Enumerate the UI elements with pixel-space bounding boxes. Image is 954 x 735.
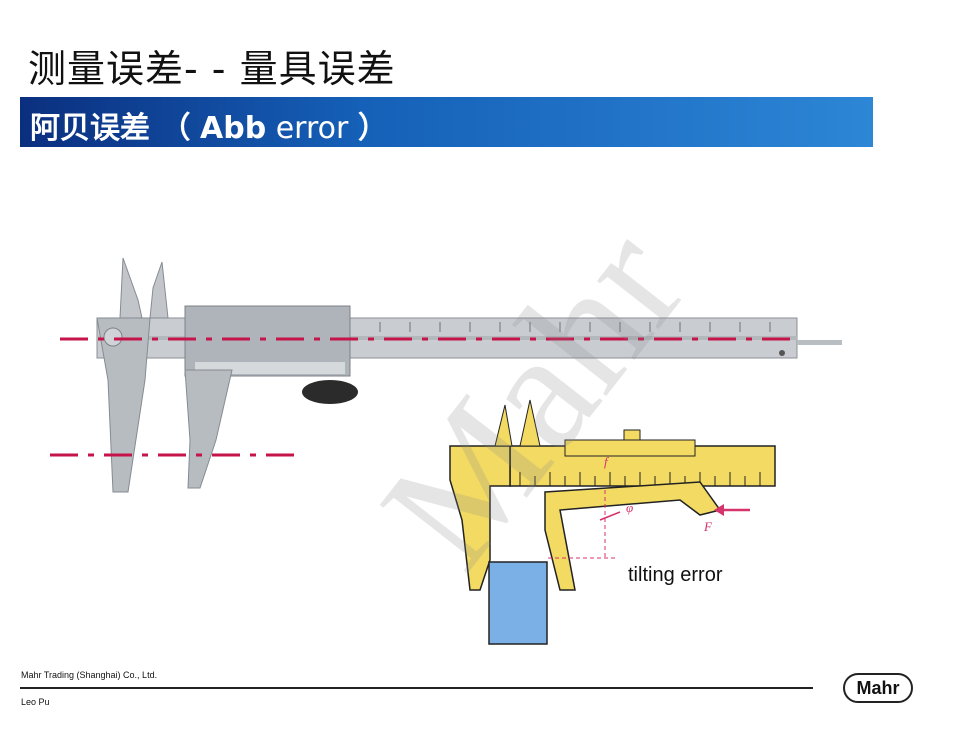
- subtitle-banner: 阿贝误差 （ Abb error ）: [20, 97, 873, 147]
- mahr-logo: Mahr: [843, 673, 913, 703]
- force-label: F: [703, 519, 713, 534]
- banner-abb: Abb: [200, 111, 267, 146]
- footer-author: Leo Pu: [21, 697, 50, 707]
- banner-heading: 阿贝误差 （ Abb error ）: [30, 103, 388, 147]
- angle-label: φ: [626, 500, 633, 515]
- tilting-error-label: tilting error: [628, 564, 723, 586]
- banner-cn: 阿贝误差 （: [30, 111, 191, 146]
- slide-title: 测量误差- - 量具误差: [28, 47, 396, 91]
- abbe-tilting-diagram: F f φ: [440, 380, 785, 650]
- banner-error: error: [275, 111, 349, 146]
- reference-lines: [50, 337, 795, 457]
- footer-company: Mahr Trading (Shanghai) Co., Ltd.: [21, 670, 158, 680]
- offset-label: f: [604, 454, 610, 469]
- footer-divider: [20, 687, 813, 689]
- banner-close: ）: [357, 111, 388, 146]
